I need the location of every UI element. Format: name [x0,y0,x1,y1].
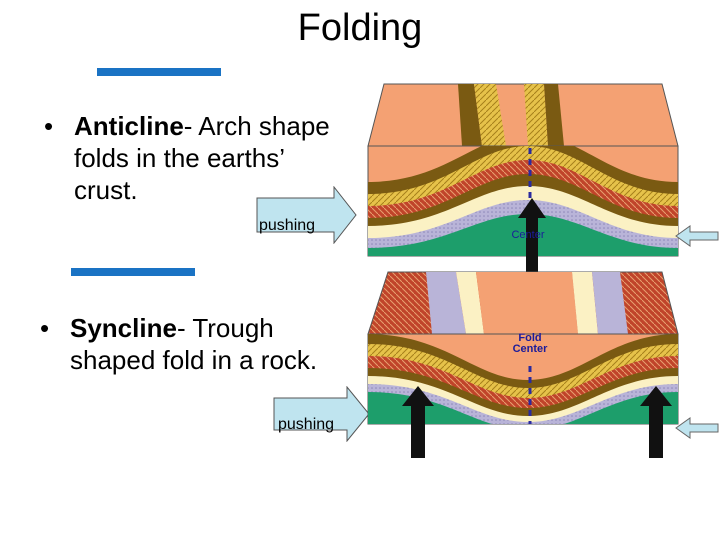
slide-title: Folding [297,7,423,49]
anticline-fold-center-label: Center [511,229,545,241]
accent-bar-middle [71,268,195,276]
anticline-line2: folds in the earths’ [74,143,286,173]
syncline-fold-label-line2: Center [512,343,548,355]
accent-bar-top [97,68,221,76]
syncline-fold-label-line1: Fold [518,332,542,344]
syncline-line2: shaped fold in a rock. [70,345,318,375]
bullet-marker: • [44,111,54,141]
pushing-arrow-anticline [256,186,357,244]
syncline-bullet: • Syncline- Trough shaped fold in a rock… [40,312,370,382]
pushing-arrow-syncline [273,386,370,442]
anticline-term: Anticline [74,111,184,141]
anticline-line1: - Arch shape [183,111,330,141]
pushing-label-syncline: pushing [278,416,335,433]
bullet-marker: • [40,313,50,343]
syncline-diagram [367,271,719,458]
syncline-term: Syncline [70,313,177,343]
syncline-line1: - Trough [176,313,274,343]
anticline-bullet: • Anticline- Arch shape folds in the ear… [44,110,374,210]
anticline-diagram [367,83,719,272]
pushing-label-anticline: pushing [259,217,316,234]
anticline-line3: crust. [74,175,138,205]
